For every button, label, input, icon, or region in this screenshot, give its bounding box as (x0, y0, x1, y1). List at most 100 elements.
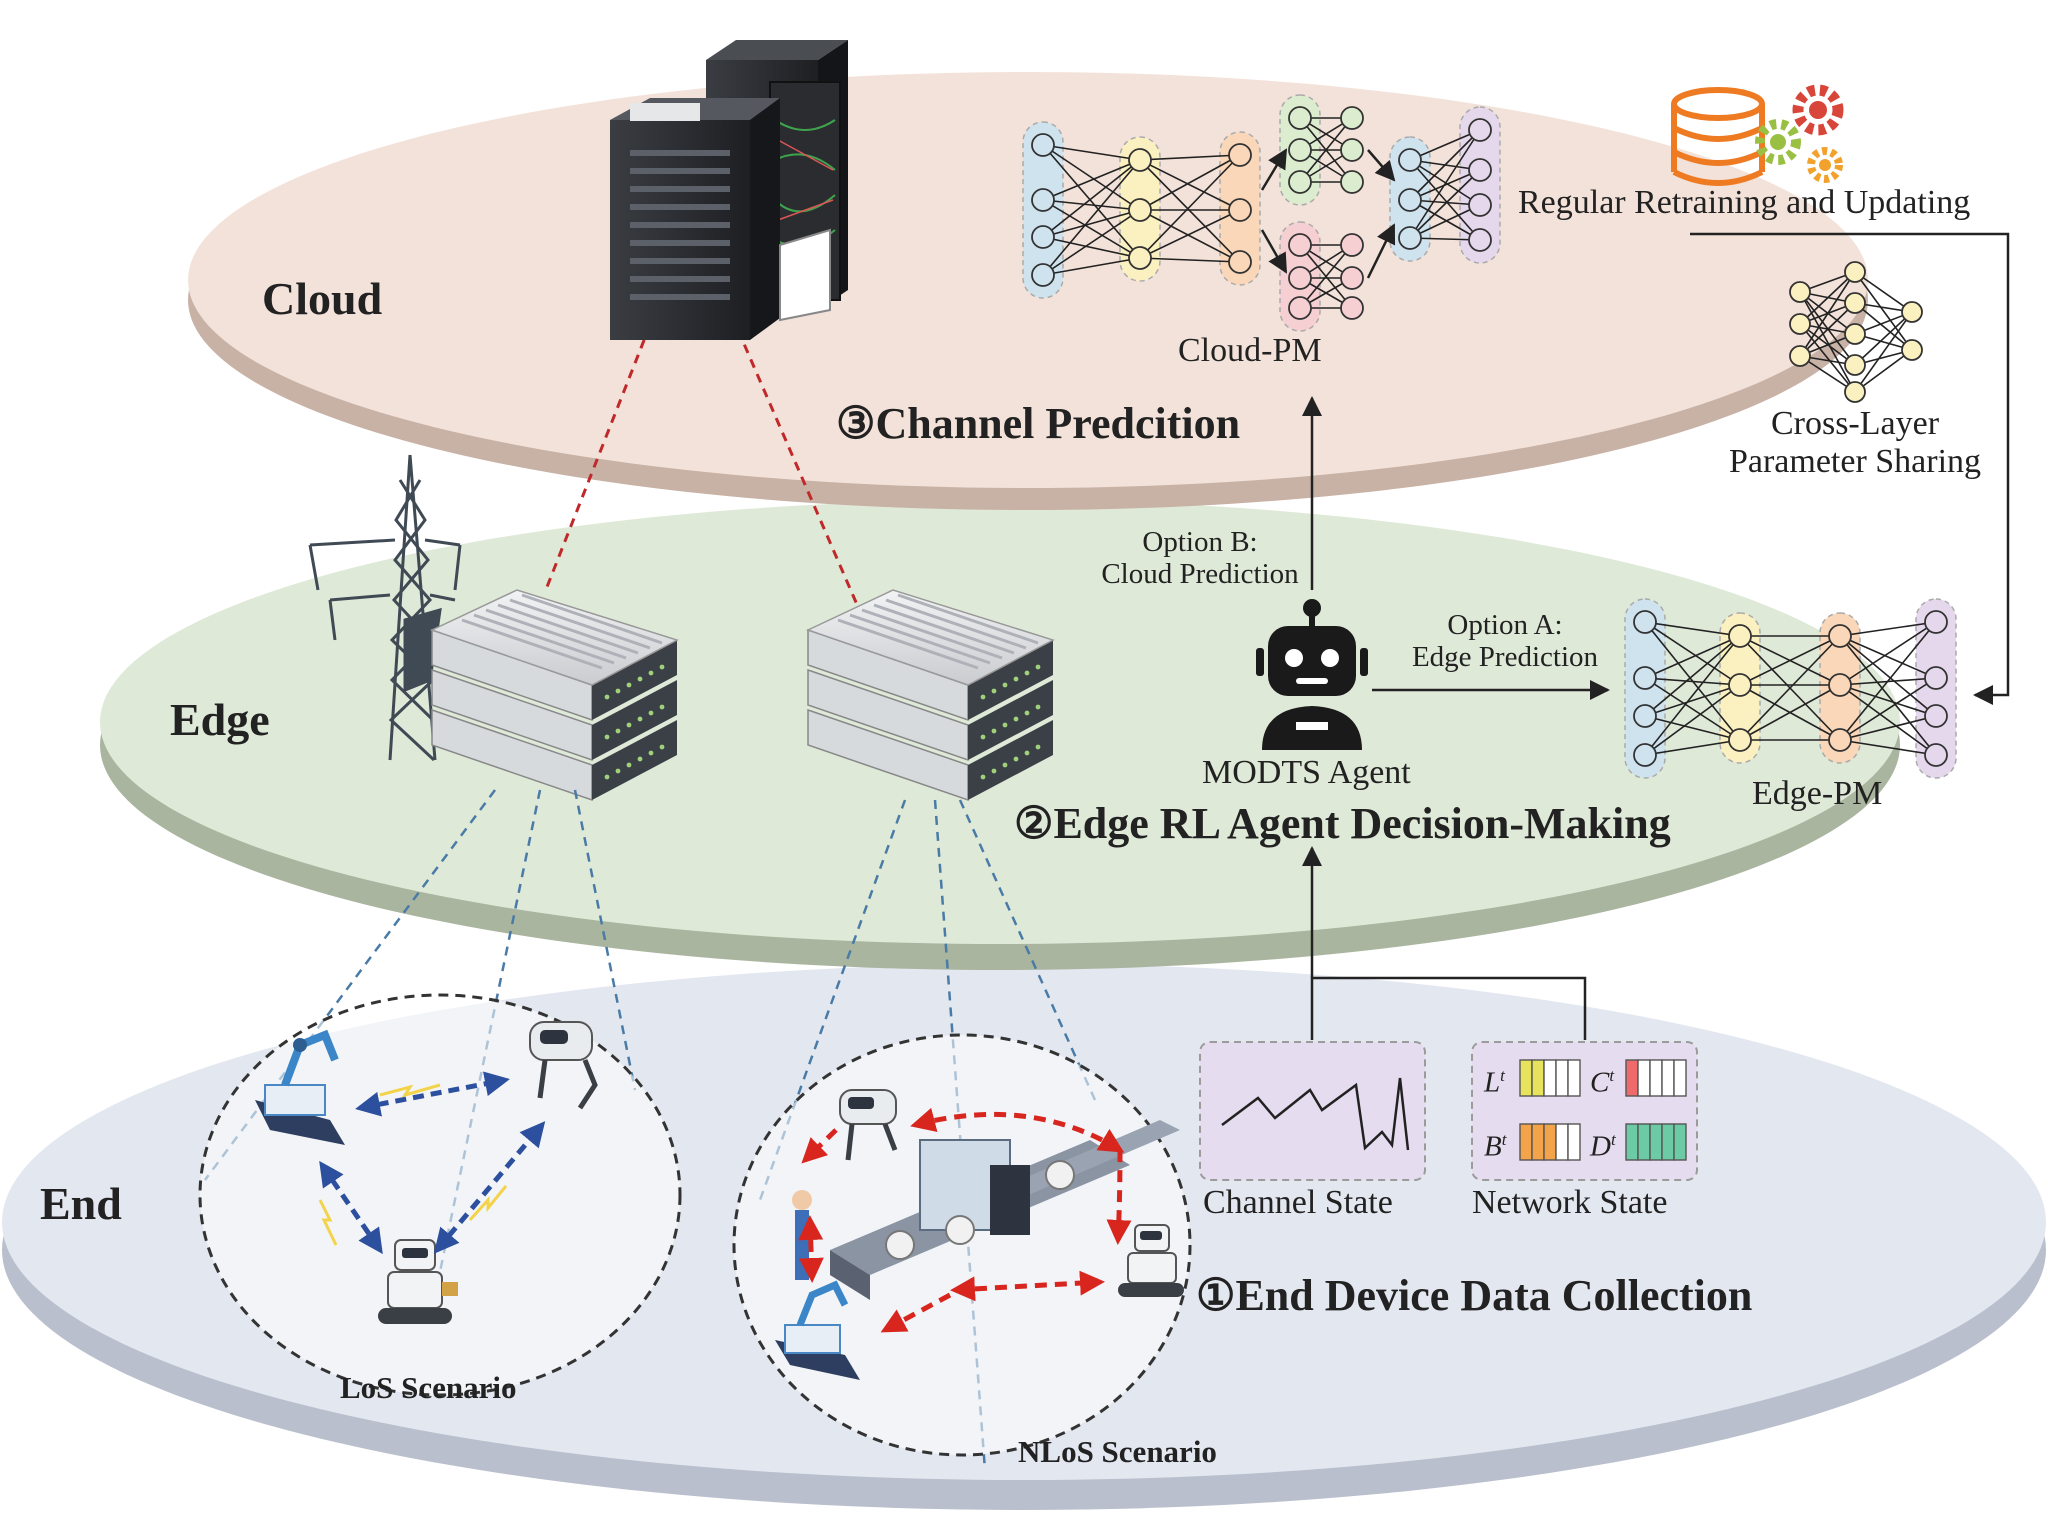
server-led (626, 722, 632, 728)
edge-pm-label: Edge-PM (1752, 775, 1883, 812)
channel-state-label: Channel State (1203, 1184, 1393, 1221)
nn-edge (1042, 159, 1141, 238)
nn-edge (1139, 209, 1241, 259)
nn-edge (1644, 635, 1741, 756)
lightning-icon (318, 1083, 508, 1246)
nn-edge (1644, 739, 1741, 756)
server-led (604, 734, 610, 740)
nn-edge (1854, 311, 1913, 393)
network-state-box (1471, 1041, 1698, 1181)
state-bar-cell (1567, 1059, 1581, 1097)
nn-edge (1839, 677, 1937, 741)
state-superscript: t (1501, 1130, 1507, 1149)
nn-node (1844, 381, 1866, 403)
nn-edge (1739, 684, 1841, 741)
gear-icon (1755, 84, 1844, 183)
server-led (1013, 716, 1019, 722)
server-led (637, 716, 643, 722)
nn-node (1924, 610, 1948, 634)
nn-edge (1739, 635, 1841, 686)
option-a-line-2: Edge Prediction (1411, 641, 1599, 673)
nn-node (1468, 193, 1492, 217)
nn-edge (1042, 257, 1141, 276)
nn-node (1789, 313, 1811, 335)
server-led (1024, 710, 1030, 716)
nn-edge (1409, 159, 1481, 241)
option-a-label: Option A: Edge Prediction (1395, 609, 1615, 673)
nn-node (1398, 188, 1422, 212)
server-led (980, 694, 986, 700)
server-front (592, 640, 677, 720)
nn-node (1031, 133, 1055, 157)
nn-node (1031, 225, 1055, 249)
server-vent (897, 593, 1039, 645)
nn-edge (1139, 154, 1241, 161)
nn-flow-arrow (1260, 148, 1288, 191)
state-symbol-b: Bt (1484, 1130, 1506, 1164)
cloud-edge-links (543, 324, 870, 631)
los-links (319, 1071, 546, 1255)
nn-edge (1839, 739, 1937, 756)
nn-edge (1139, 159, 1241, 263)
nn-edge (1042, 159, 1141, 201)
state-symbol-c: Ct (1590, 1066, 1614, 1100)
option-b-line-2: Cloud Prediction (1101, 558, 1299, 590)
nn-edge (1042, 236, 1141, 259)
robot-agent-icon (1256, 599, 1368, 750)
robot-dog-icon (529, 1021, 598, 1110)
power-tower-icon (308, 454, 462, 762)
server-vent (497, 603, 639, 655)
nn-node (1728, 624, 1752, 648)
state-superscript: t (1610, 1130, 1616, 1149)
nn-edge (1644, 715, 1741, 741)
server-led (604, 694, 610, 700)
cross-layer-label: Cross-Layer Parameter Sharing (1710, 405, 2000, 481)
nn-edge (1839, 684, 1937, 717)
nn-node (1789, 281, 1811, 303)
option-b-line-1: Option B: (1142, 526, 1258, 558)
state-superscript: t (1609, 1066, 1615, 1085)
server-front (968, 680, 1053, 760)
server-led (659, 744, 665, 750)
state-bar-cell (1625, 1123, 1639, 1161)
nn-edge (1299, 244, 1353, 309)
nn-edge (1139, 154, 1241, 211)
server-led (648, 670, 654, 676)
nn-edge (1854, 271, 1913, 313)
server-led (980, 734, 986, 740)
nn-node (1228, 250, 1252, 274)
state-bar-cell (1519, 1059, 1533, 1097)
nn-edge (1042, 144, 1141, 259)
nn-flow-arrow (1367, 149, 1396, 182)
nn-edge (1409, 129, 1481, 161)
nn-node (1924, 743, 1948, 767)
server-led (637, 756, 643, 762)
nn-node (1128, 198, 1152, 222)
nn-edge (1799, 291, 1856, 393)
nn-node (1288, 296, 1312, 320)
state-symbol-b-text: B (1484, 1130, 1502, 1163)
server-led (1035, 704, 1041, 710)
cross-layer-line-2: Parameter Sharing (1728, 443, 1982, 480)
server-front (592, 680, 677, 760)
server-led (991, 688, 997, 694)
nn-node (1901, 301, 1923, 323)
server-vent (885, 598, 1027, 650)
state-superscript: t (1500, 1066, 1505, 1085)
nn-node (1340, 233, 1364, 257)
nn-node (1633, 666, 1657, 690)
network-state-label: Network State (1472, 1184, 1668, 1221)
nn-node (1128, 148, 1152, 172)
nn-flow-arrow (1366, 223, 1396, 279)
state-bar-cell (1555, 1059, 1569, 1097)
nn-edge (1644, 635, 1741, 717)
nn-node (1340, 266, 1364, 290)
nn-edge (1409, 169, 1481, 239)
state-bar-cell (1649, 1123, 1663, 1161)
nn-edge (1839, 635, 1937, 717)
server-led (604, 774, 610, 780)
server-led (637, 676, 643, 682)
server-led (1002, 682, 1008, 688)
nn-node (1468, 228, 1492, 252)
